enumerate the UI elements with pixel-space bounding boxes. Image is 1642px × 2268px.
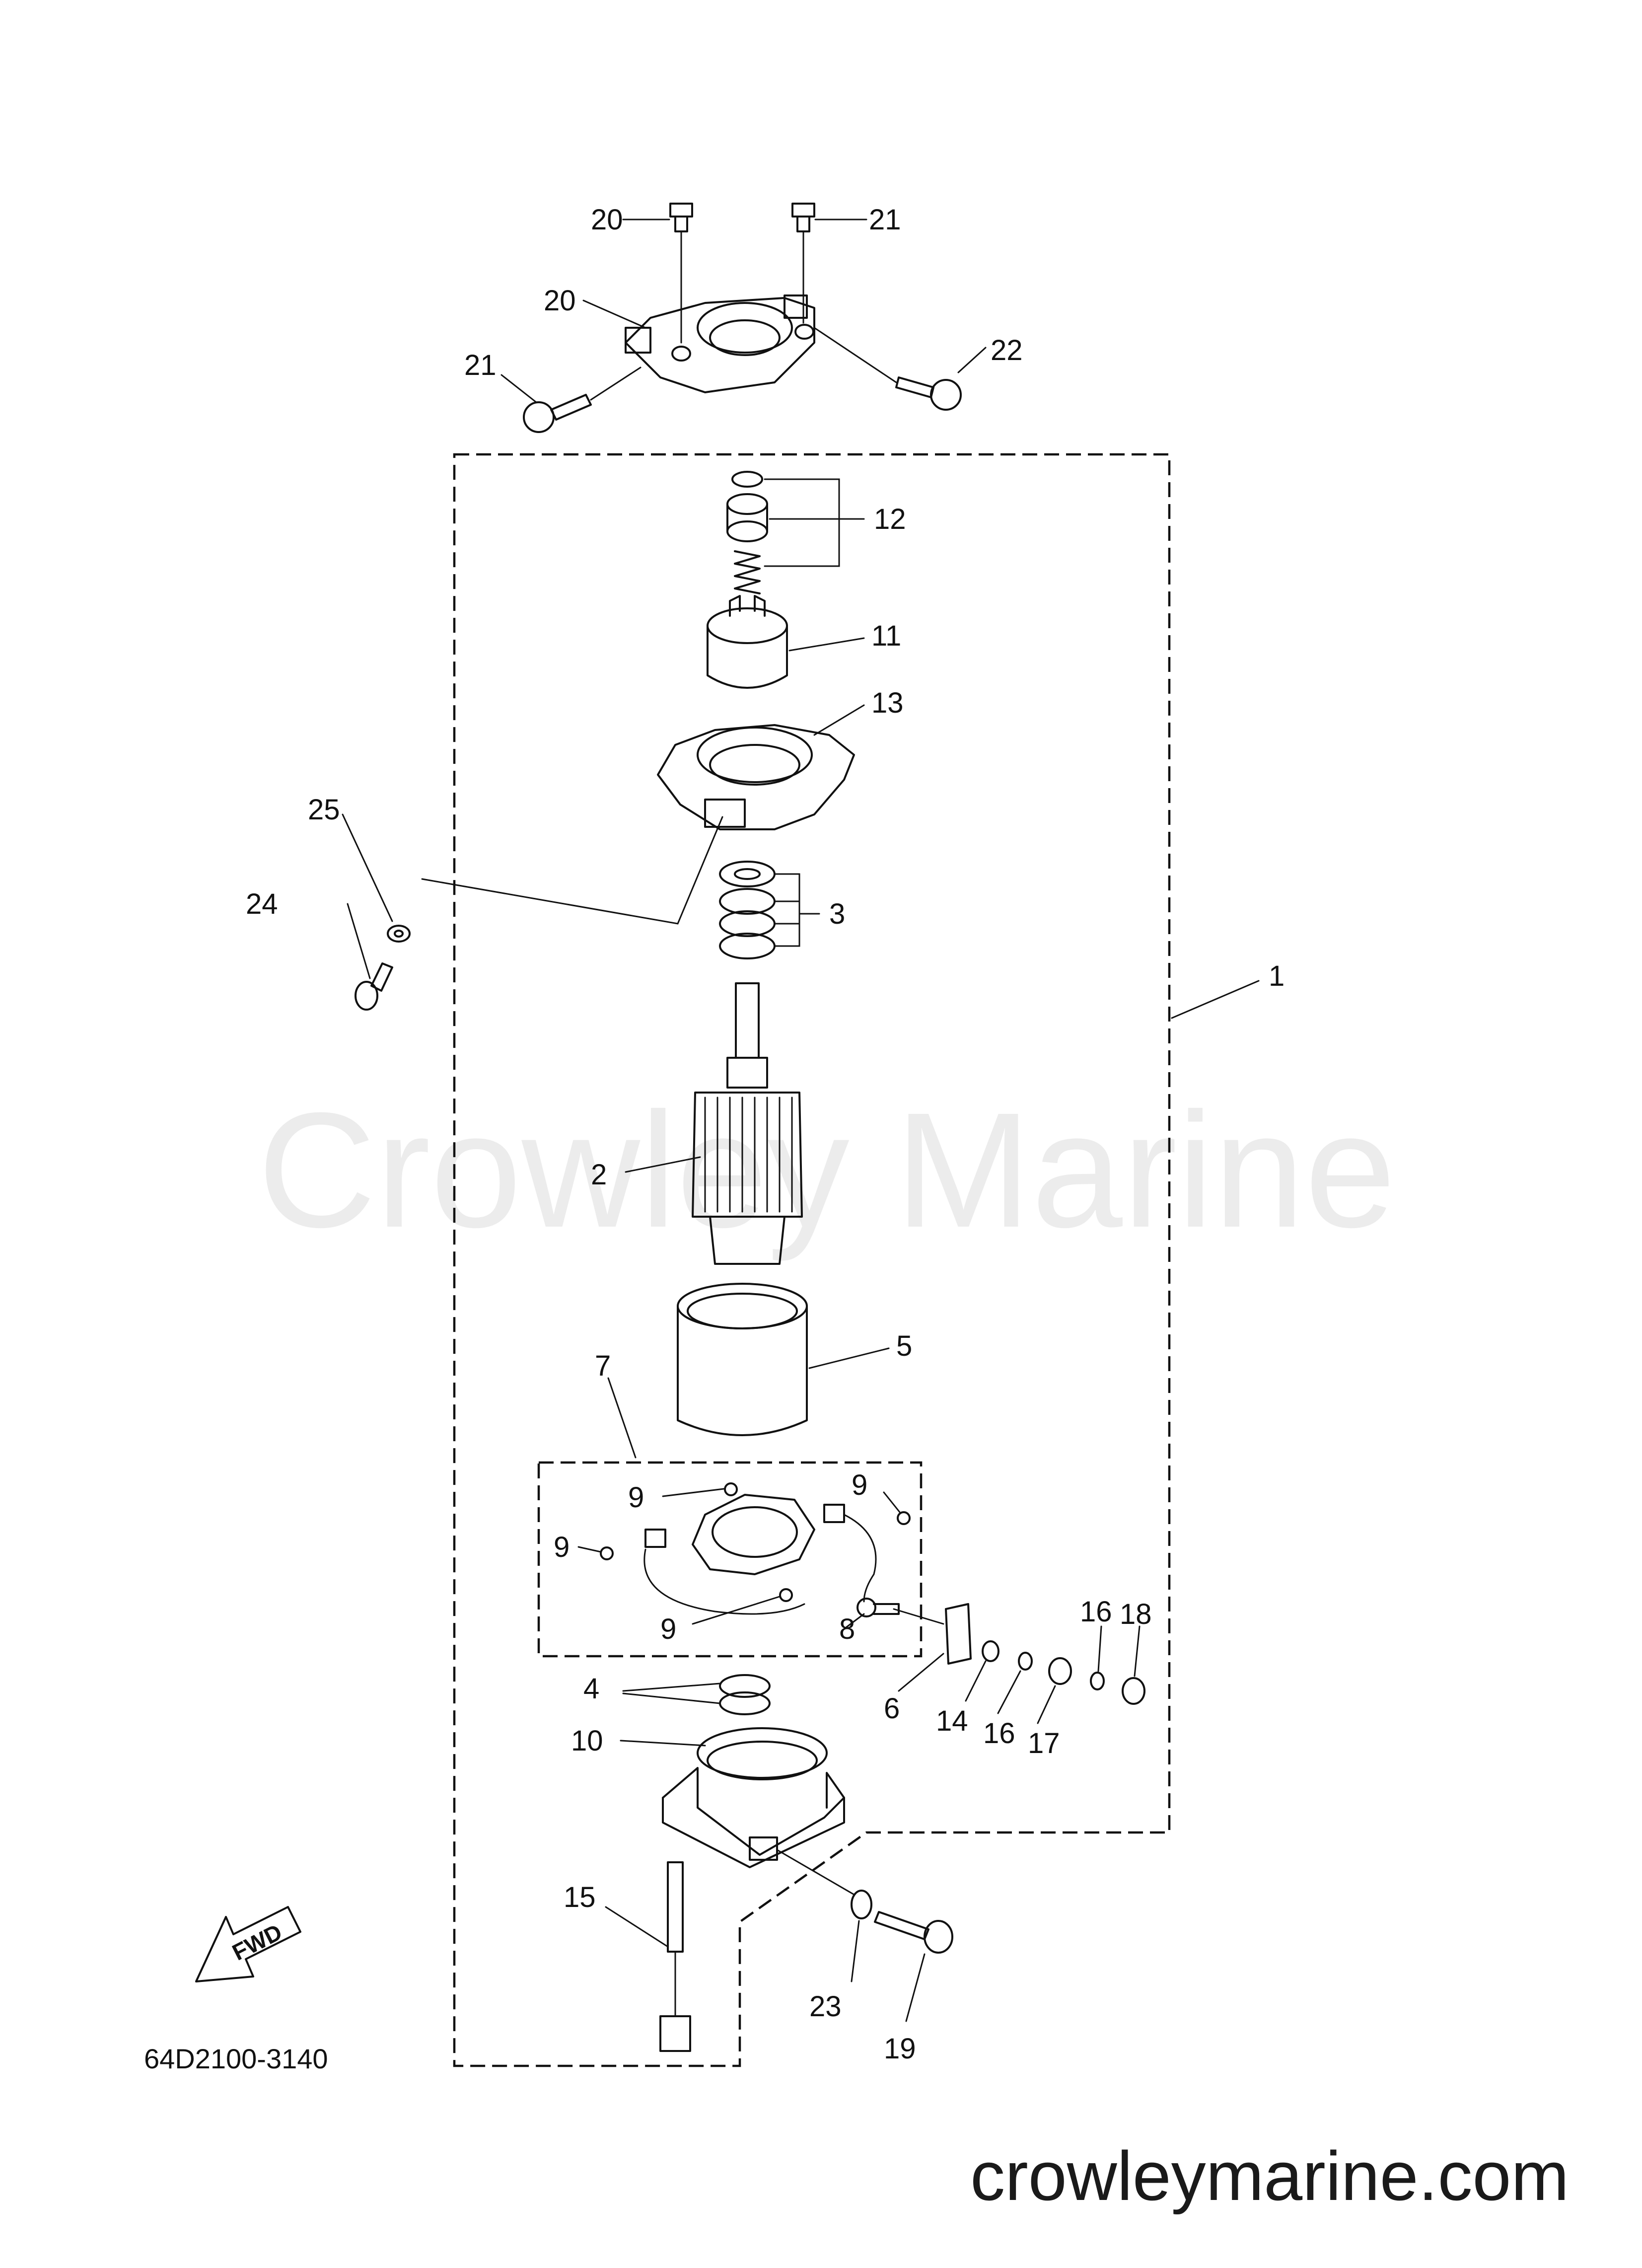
callout-14: 15 bbox=[564, 1881, 596, 1913]
washer-set bbox=[719, 861, 776, 959]
callout-16a: 16 bbox=[1080, 1596, 1112, 1628]
callout-12: 12 bbox=[874, 503, 906, 535]
callout-16b: 16 bbox=[983, 1717, 1015, 1750]
washer-23 bbox=[851, 1890, 872, 1919]
callout-10: 10 bbox=[571, 1725, 603, 1757]
fwd-label: FWD bbox=[228, 1919, 286, 1966]
callout-18: 18 bbox=[1120, 1598, 1152, 1630]
callout-21a: 21 bbox=[464, 349, 497, 381]
through-bolt bbox=[659, 1861, 691, 2052]
watermark-text: Crowley Marine bbox=[258, 1078, 1396, 1262]
callout-6: 6 bbox=[884, 1692, 900, 1725]
brush-holder-boundary bbox=[537, 1461, 923, 1658]
callout-22: 19 bbox=[884, 2033, 916, 2065]
yoke bbox=[677, 1283, 808, 1436]
callout-25: 25 bbox=[308, 794, 340, 826]
callout-24: 24 bbox=[246, 888, 278, 920]
callout-5: 5 bbox=[896, 1330, 912, 1362]
insulator-plate bbox=[945, 1603, 972, 1665]
bolt-22 bbox=[874, 1911, 953, 1954]
callout-15: 14 bbox=[936, 1705, 968, 1737]
callout-4: 4 bbox=[583, 1673, 599, 1705]
callout-23: 23 bbox=[809, 1990, 842, 2023]
terminal-bolt bbox=[857, 1598, 900, 1617]
small-washers bbox=[982, 1640, 1145, 1705]
armature bbox=[692, 982, 803, 1265]
washer-25 bbox=[387, 925, 411, 943]
wire-13-to-25 bbox=[421, 816, 723, 925]
assembly-boundary bbox=[453, 453, 1171, 2067]
pinion-stopper-set bbox=[726, 471, 768, 594]
diagram-code: 64D2100-3140 bbox=[144, 2043, 328, 2074]
line-cover-to-23 bbox=[776, 1849, 855, 1896]
callout-labels: 20 21 20 21 22 12 11 13 25 24 3 1 2 5 7 … bbox=[246, 204, 1285, 2065]
fwd-arrow-icon: FWD bbox=[195, 1906, 301, 1982]
callout-1: 1 bbox=[1269, 960, 1285, 992]
callout-20b: 21 bbox=[869, 204, 901, 236]
callout-3: 3 bbox=[829, 898, 845, 930]
callout-17: 17 bbox=[1028, 1727, 1060, 1759]
bolt-20-right bbox=[791, 203, 815, 324]
pinion-gear bbox=[707, 595, 788, 689]
leader-lines bbox=[342, 219, 1260, 2022]
callout-20a: 20 bbox=[591, 204, 623, 236]
callout-9b: 9 bbox=[852, 1469, 867, 1501]
bolt-20-left bbox=[669, 203, 693, 344]
callout-9d: 9 bbox=[660, 1613, 676, 1645]
callout-9a: 9 bbox=[628, 1481, 644, 1514]
bolt-21-left bbox=[523, 366, 642, 433]
callout-7: 7 bbox=[595, 1350, 611, 1382]
bolt-21-right bbox=[813, 327, 962, 411]
callout-19: 20 bbox=[544, 285, 576, 317]
bolt-24 bbox=[355, 962, 393, 1011]
top-bracket bbox=[625, 294, 815, 393]
callout-2: 2 bbox=[591, 1159, 607, 1191]
front-housing bbox=[657, 724, 855, 830]
callout-11: 11 bbox=[871, 620, 901, 652]
callout-9c: 9 bbox=[554, 1531, 570, 1563]
rear-cover bbox=[662, 1727, 845, 1868]
washer-4 bbox=[719, 1674, 771, 1715]
website-text: crowleymarine.com bbox=[970, 2137, 1569, 2215]
callout-21b: 22 bbox=[991, 334, 1023, 366]
callout-8: 8 bbox=[839, 1613, 855, 1645]
callout-13: 13 bbox=[871, 687, 904, 719]
brush-holder bbox=[600, 1482, 911, 1615]
